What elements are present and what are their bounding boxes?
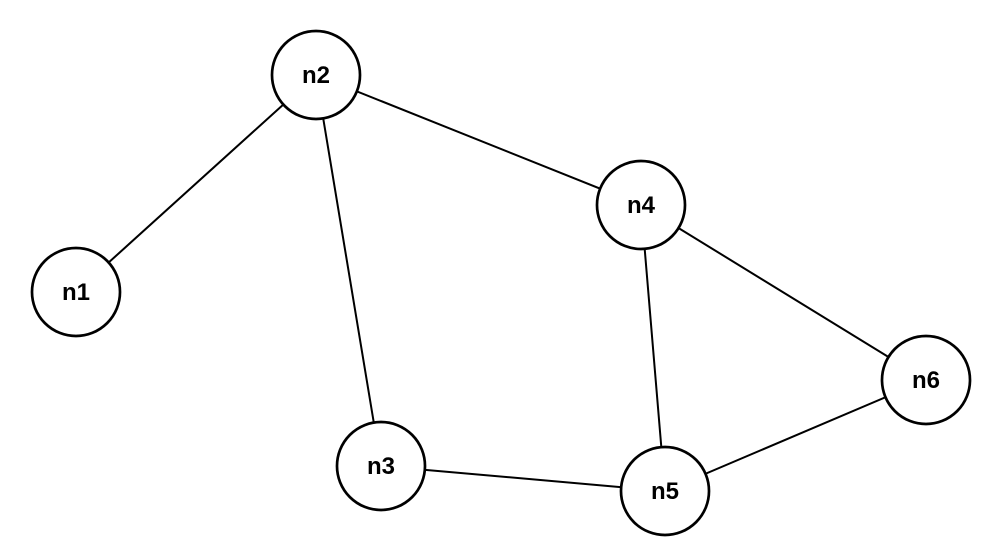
node-n5: n5 xyxy=(619,445,711,537)
node-circle-n6 xyxy=(880,334,972,426)
node-label-n6: n6 xyxy=(912,367,940,394)
node-circle-n5 xyxy=(619,445,711,537)
edge-n4-n5 xyxy=(640,204,666,492)
nodes-layer: n1 n2 n3 n4 n5 n6 xyxy=(30,29,972,537)
node-n4: n4 xyxy=(595,159,687,251)
node-label-n5: n5 xyxy=(651,478,679,505)
node-circle-n1 xyxy=(30,246,122,338)
edge-n5-n6 xyxy=(664,379,927,492)
node-n3: n3 xyxy=(335,420,427,512)
node-label-n3: n3 xyxy=(367,453,395,480)
node-n1: n1 xyxy=(30,246,122,338)
node-label-n1: n1 xyxy=(62,279,90,306)
node-circle-n4 xyxy=(595,159,687,251)
node-label-n2: n2 xyxy=(302,62,330,89)
node-n2: n2 xyxy=(270,29,362,121)
edges-layer xyxy=(75,74,927,492)
edge-n2-n3 xyxy=(315,74,382,467)
node-circle-n2 xyxy=(270,29,362,121)
node-n6: n6 xyxy=(880,334,972,426)
edge-n2-n4 xyxy=(315,74,642,206)
edge-n1-n2 xyxy=(75,74,317,293)
node-circle-n3 xyxy=(335,420,427,512)
edge-n4-n6 xyxy=(640,204,927,381)
edge-n3-n5 xyxy=(380,465,666,492)
node-label-n4: n4 xyxy=(627,192,656,219)
